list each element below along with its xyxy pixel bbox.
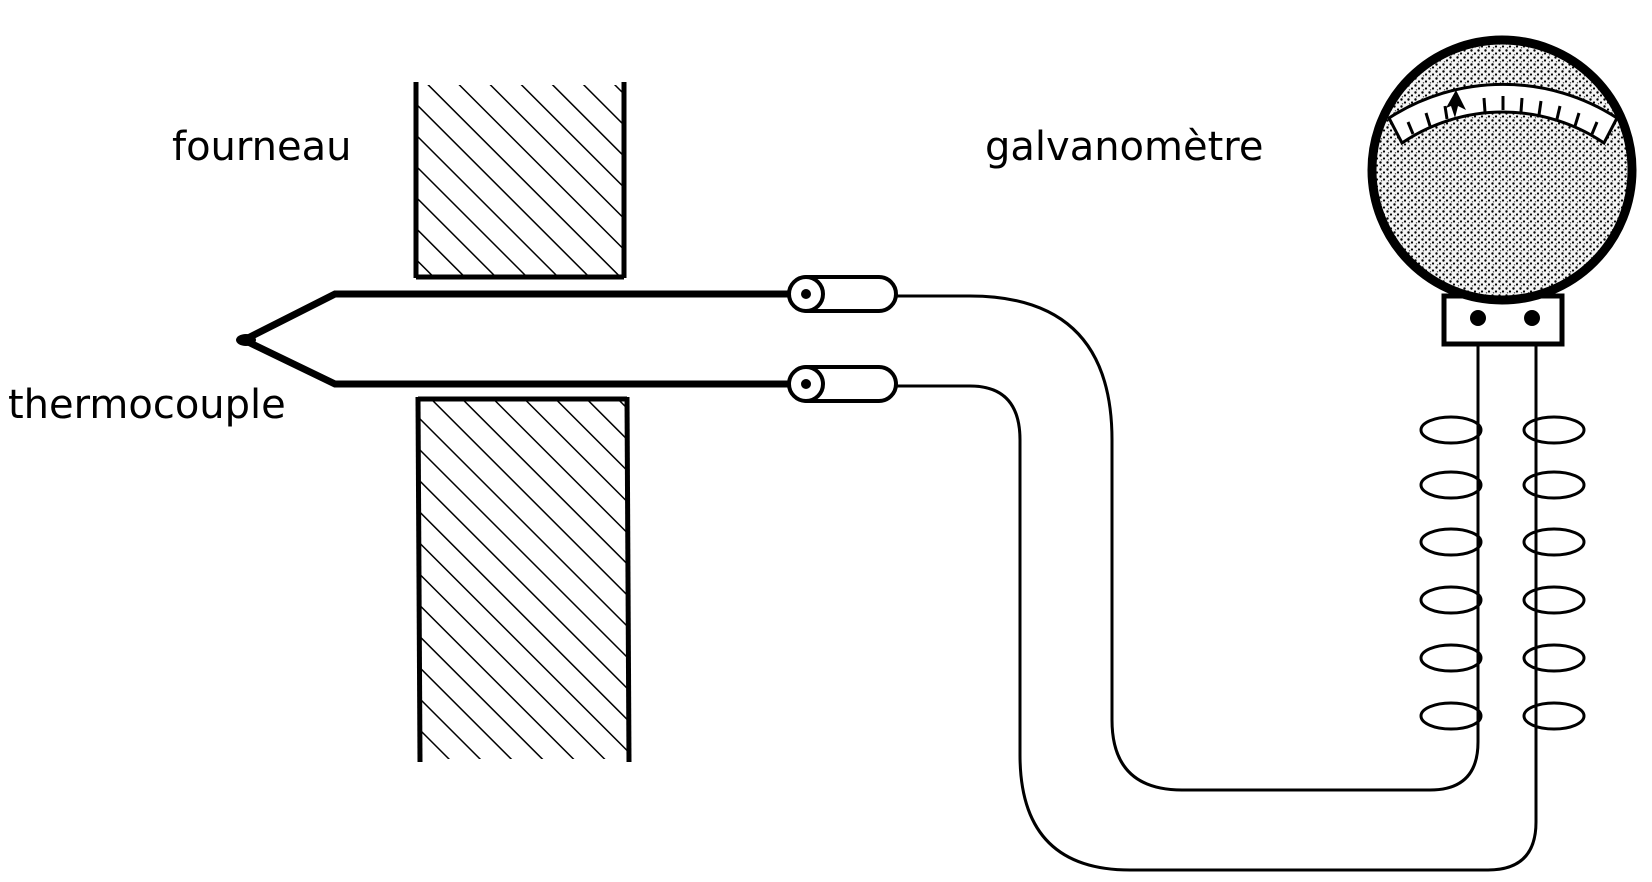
connector-upper [787, 275, 898, 313]
terminal-left [1470, 310, 1486, 326]
coil-right [1522, 415, 1586, 731]
wire-lower [896, 322, 1538, 872]
thermocouple-probe [236, 290, 795, 388]
thermocouple-label: thermocouple [8, 382, 286, 428]
terminal-right [1524, 310, 1540, 326]
galvanometer-dial [1387, 82, 1619, 146]
galvanometer-terminal-block [1441, 293, 1565, 347]
connector-lower [787, 365, 898, 403]
thermocouple-junction [236, 334, 256, 346]
furnace-label: fourneau [172, 124, 351, 170]
galvanometer-body [1367, 35, 1637, 305]
dial-ticks [1406, 96, 1599, 135]
furnace-wall-lower [415, 396, 632, 763]
galvanometer-label: galvanomètre [985, 124, 1263, 170]
coil-left [1419, 415, 1483, 731]
galvanometer [1367, 35, 1637, 347]
galvanometer-needle [1446, 90, 1466, 118]
furnace-wall-upper [413, 82, 627, 280]
wire-upper [896, 294, 1480, 792]
